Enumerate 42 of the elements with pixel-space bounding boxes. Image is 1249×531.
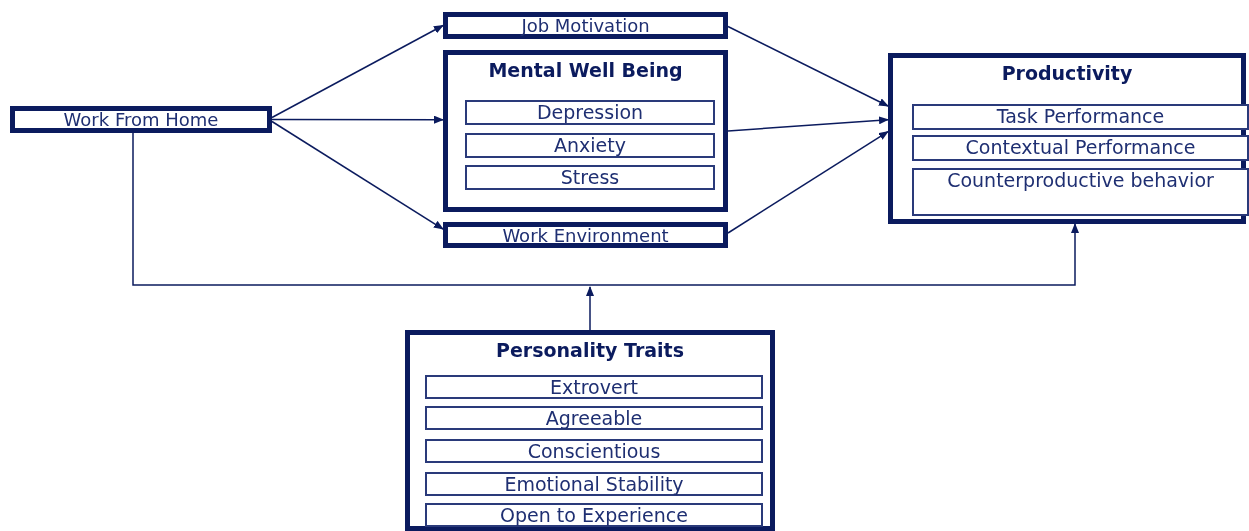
arrow [727, 116, 889, 132]
concept-box [912, 168, 1249, 216]
box-label: Task Performance [995, 106, 1166, 127]
concept-box [425, 439, 763, 463]
box-label: Conscientious [526, 441, 662, 462]
box-label: Anxiety [553, 135, 627, 156]
box-label: Work From Home [62, 111, 220, 128]
arrow [271, 120, 444, 230]
concept-box [465, 165, 715, 190]
concept-box [912, 135, 1249, 161]
concept-box [912, 104, 1249, 130]
arrow [271, 115, 444, 124]
arrow [271, 24, 444, 119]
box-label: Work Environment [501, 227, 670, 244]
concept-box [425, 375, 763, 399]
box-label: Extrovert [549, 377, 639, 398]
group-box [888, 53, 1246, 224]
box-label: Job Motivation [519, 17, 651, 34]
box-label: Depression [535, 102, 645, 123]
box-label: Emotional Stability [503, 474, 685, 495]
box-label: Agreeable [544, 408, 644, 429]
group-heading: Productivity [1000, 62, 1134, 84]
arrow [727, 25, 889, 107]
group-heading: Personality Traits [495, 339, 685, 361]
concept-box [443, 222, 728, 248]
arrow [586, 286, 594, 331]
group-heading: Mental Well Being [487, 59, 684, 81]
arrow [132, 132, 1079, 286]
concept-box [425, 503, 763, 527]
concept-box [465, 100, 715, 125]
arrow [727, 130, 889, 234]
box-label: Contextual Performance [964, 137, 1197, 158]
concept-box [10, 106, 272, 133]
box-label: Stress [559, 167, 621, 188]
group-box [443, 50, 728, 212]
box-label: Counterproductive behavior [946, 170, 1215, 191]
concept-box [425, 406, 763, 430]
concept-box [443, 12, 728, 39]
group-box [405, 330, 775, 531]
box-label: Open to Experience [499, 505, 689, 526]
concept-box [465, 133, 715, 158]
concept-box [425, 472, 763, 496]
